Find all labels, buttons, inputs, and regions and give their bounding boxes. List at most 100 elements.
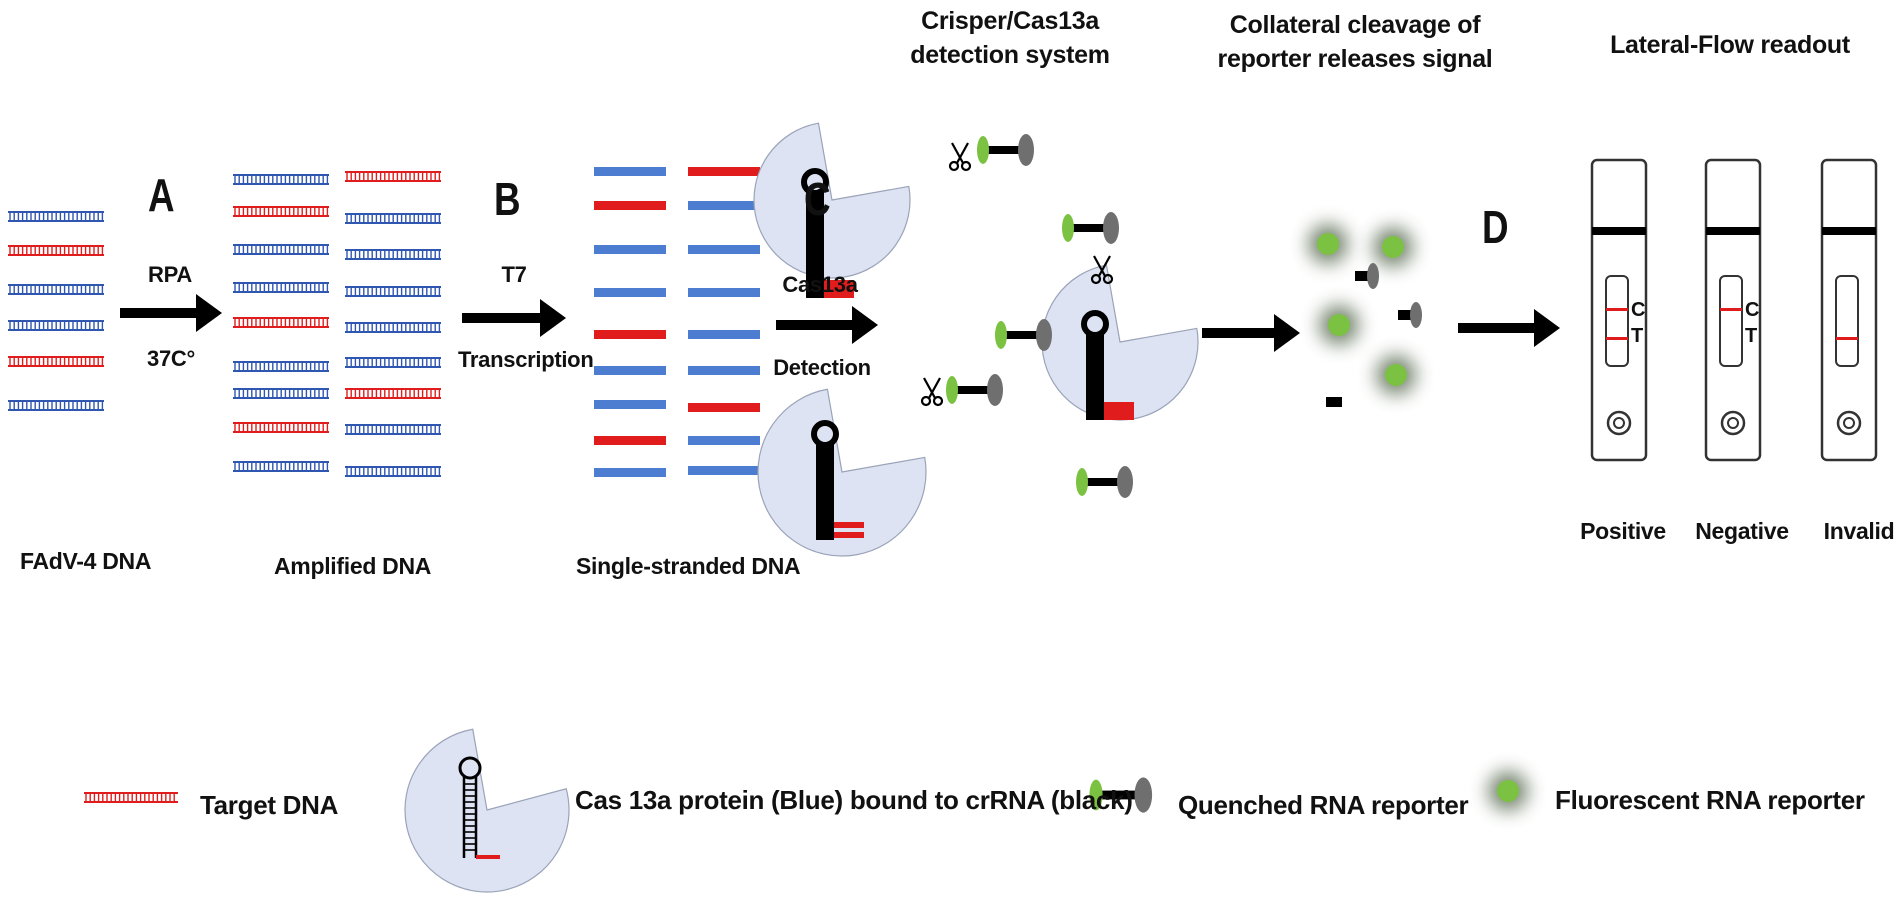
step-c-condition-cas13a: Cas13a xyxy=(782,272,858,297)
cas13a-complex xyxy=(1041,264,1199,421)
step-c-label: C xyxy=(804,173,831,225)
strip-label-negative: Negative xyxy=(1695,518,1789,544)
legend-quenched-reporter-label: Quenched RNA reporter xyxy=(1178,790,1469,820)
amplified-dna-group xyxy=(233,171,441,477)
scissors-icon xyxy=(1090,255,1114,285)
result-window xyxy=(1835,275,1859,367)
legend-quenched-reporter-icon xyxy=(1089,777,1153,813)
dsdna-strand xyxy=(233,361,329,372)
arrow-a xyxy=(120,294,222,332)
legend-target-dna-icon xyxy=(84,792,178,803)
dsdna-strand xyxy=(233,174,329,185)
dsdna-strand xyxy=(8,284,104,295)
dsdna-strand xyxy=(8,245,104,256)
fluorescent-reporter xyxy=(1376,355,1416,395)
fluorescent-reporter xyxy=(1373,227,1413,267)
arrow-d xyxy=(1458,309,1560,347)
dsdna-strand xyxy=(345,249,441,260)
legend-fluorescent-reporter-icon xyxy=(1488,771,1528,811)
ssdna-strand xyxy=(594,288,666,297)
quenched-reporter xyxy=(1062,212,1119,244)
ssdna-strand xyxy=(688,403,760,412)
ssdna-strand xyxy=(594,167,666,176)
quenched-reporter xyxy=(995,319,1052,351)
scissors-icon xyxy=(920,377,944,407)
arrow-collateral xyxy=(1202,314,1300,352)
header-collateral-line2: reporter releases signal xyxy=(1217,45,1493,73)
test-line xyxy=(1836,337,1858,340)
quencher-fragment xyxy=(1326,397,1342,407)
process-arrows xyxy=(120,294,1560,352)
sample-well-inner xyxy=(1727,417,1739,429)
legend-target-dna-label: Target DNA xyxy=(200,790,339,820)
caption-single-stranded-dna: Single-stranded DNA xyxy=(576,553,801,579)
ssdna-strand xyxy=(594,245,666,254)
dsdna-strand xyxy=(233,317,329,328)
result-window xyxy=(1605,275,1629,367)
strip-positive-t-mark: T xyxy=(1631,325,1643,347)
header-crisper-line1: Crisper/Cas13a xyxy=(921,7,1099,35)
step-b-condition-transcription: Transcription xyxy=(458,347,594,372)
step-a-label: A xyxy=(148,169,175,221)
dsdna-strand xyxy=(345,171,441,182)
quenched-reporter xyxy=(946,374,1003,406)
dsdna-strand xyxy=(233,206,329,217)
ssdna-strand xyxy=(688,288,760,297)
strip-negative-c-mark: C xyxy=(1745,299,1760,321)
ssdna-strand xyxy=(688,201,760,210)
strip-band xyxy=(1592,227,1646,235)
cas13a-complex xyxy=(753,122,911,298)
fluorescent-reporter xyxy=(1319,305,1359,345)
dsdna-strand xyxy=(345,357,441,368)
quencher-fragment xyxy=(1398,302,1422,328)
dsdna-strand xyxy=(8,400,104,411)
ssdna-strand xyxy=(594,330,666,339)
input-dna-group xyxy=(8,211,104,411)
dsdna-strand xyxy=(345,213,441,224)
ssdna-strand xyxy=(688,366,760,375)
caption-input-dna: FAdV-4 DNA xyxy=(20,548,152,574)
dsdna-strand xyxy=(345,388,441,399)
ssdna-strand xyxy=(688,466,760,475)
cas13a-protein xyxy=(1041,264,1199,421)
header-collateral-line1: Collateral cleavage of xyxy=(1229,11,1481,39)
ssdna-strand xyxy=(688,436,760,445)
step-b-label: B xyxy=(494,173,521,225)
dsdna-strand xyxy=(233,282,329,293)
ssdna-strand xyxy=(594,201,666,210)
ssdna-strand xyxy=(594,436,666,445)
dsdna-strand xyxy=(8,211,104,222)
sample-well-inner xyxy=(1613,417,1625,429)
dsdna-strand xyxy=(345,322,441,333)
crrna-stem xyxy=(806,190,824,298)
quenched-reporter xyxy=(1076,466,1133,498)
strip-label-positive: Positive xyxy=(1580,518,1666,544)
ssdna-strand xyxy=(688,330,760,339)
arrow-c xyxy=(776,306,878,344)
sample-well-inner xyxy=(1843,417,1855,429)
cas13a-complex xyxy=(757,388,927,557)
legend-fluorescent-reporter-label: Fluorescent RNA reporter xyxy=(1555,785,1865,815)
strip-positive-c-mark: C xyxy=(1631,299,1646,321)
cas13a-complexes xyxy=(753,122,1199,557)
test-line xyxy=(1606,337,1628,340)
strip-negative-t-mark: T xyxy=(1745,325,1757,347)
result-window xyxy=(1719,275,1743,367)
lateral-flow-strips xyxy=(1590,158,1878,462)
arrow-b xyxy=(462,299,566,337)
dsdna-strand xyxy=(8,356,104,367)
legend-icons xyxy=(84,728,1528,893)
legend-cas13a-label: Cas 13a protein (Blue) bound to crRNA (b… xyxy=(575,785,1133,815)
step-c-condition-detection: Detection xyxy=(773,355,871,380)
quencher-fragment xyxy=(1355,263,1379,289)
strip-label-invalid: Invalid xyxy=(1823,518,1895,544)
strip-band xyxy=(1706,227,1760,235)
legend-cas13a-icon xyxy=(404,728,570,893)
ssdna-strand xyxy=(594,400,666,409)
control-line xyxy=(1606,308,1628,311)
lateral-flow-strip-invalid xyxy=(1820,158,1878,462)
dsdna-strand xyxy=(233,422,329,433)
ssdna-strand xyxy=(594,366,666,375)
lateral-flow-strip-positive xyxy=(1590,158,1648,462)
